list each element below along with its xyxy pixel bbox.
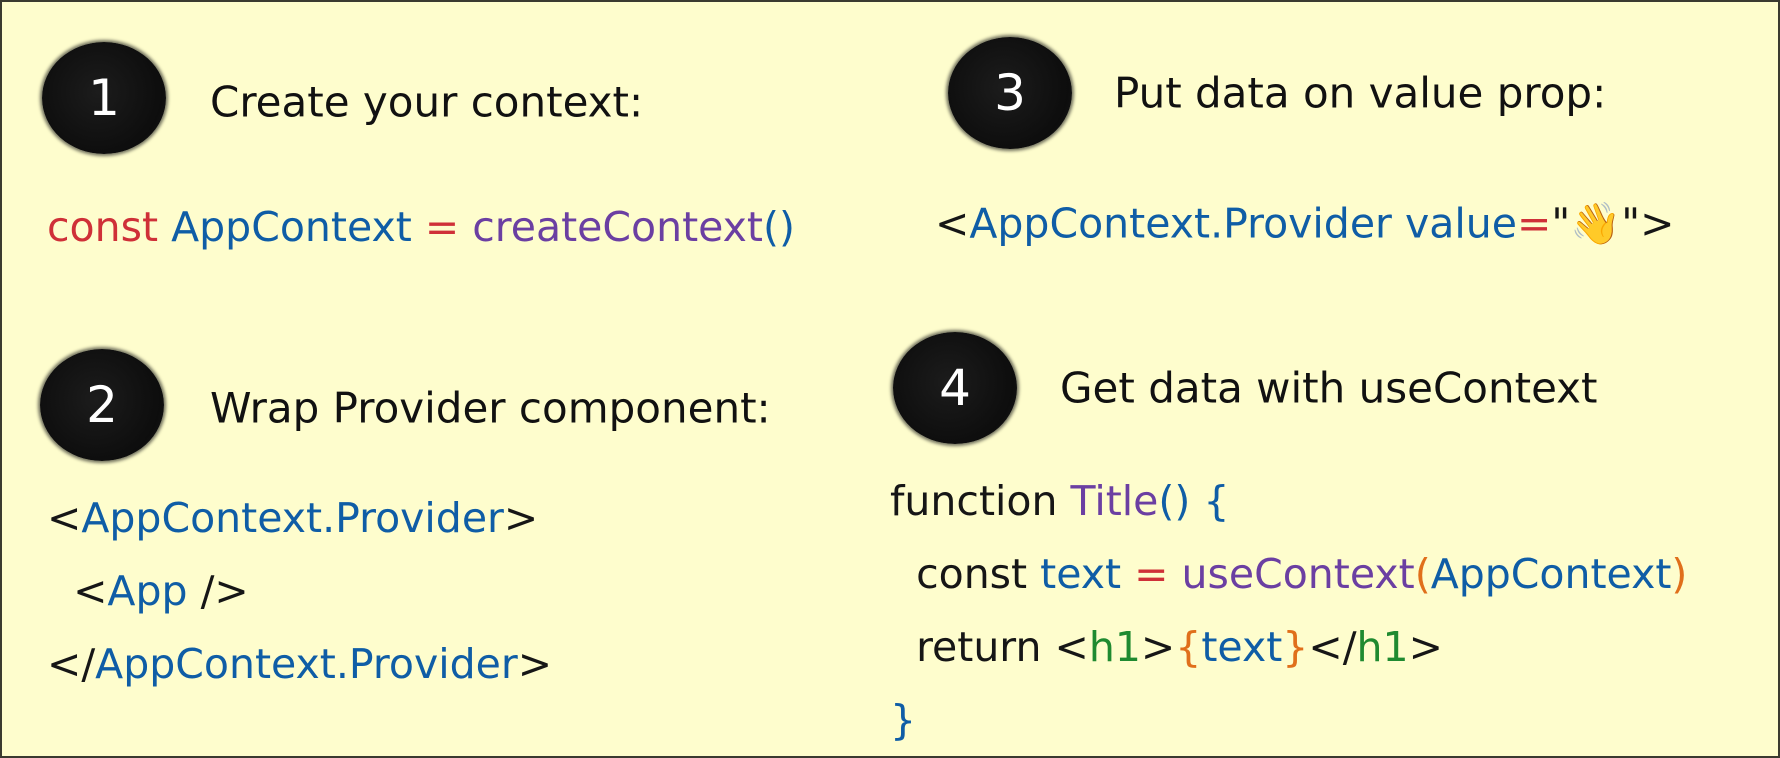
code-token: App [107,567,201,615]
code-token: AppContext [171,203,425,251]
code-token: useContext [1181,550,1415,598]
code-line: const AppContext = createContext() [47,203,795,251]
code-line: <AppContext.Provider> [47,494,538,542]
code-line: return <h1>{text}</h1> [890,623,1443,671]
code-token: > [1140,623,1176,671]
code-line: function Title() { [890,477,1230,525]
code-token: value [1404,199,1517,248]
code-token: text [1201,623,1283,671]
code-token: h1 [1088,623,1141,671]
code-token: /> [200,567,249,615]
code-token: < [935,199,970,248]
code-line: } [890,696,916,744]
code-token: AppContext [1430,550,1672,598]
code-token: > [1640,199,1675,248]
code-token: > [503,494,539,542]
code-token: = [1516,199,1552,248]
code-token: return [890,623,1055,671]
step-1-title: Create your context: [210,77,644,127]
step-2-title: Wrap Provider component: [210,383,771,433]
code-token: } [1282,623,1309,671]
code-line: const text = useContext(AppContext) [890,550,1687,598]
code-token: ( [1414,550,1431,598]
code-token: < [1054,623,1089,671]
code-token: ) [1671,550,1688,598]
code-token: AppContext.Provider [95,640,518,688]
code-token: h1 [1356,623,1409,671]
step-4-badge: 4 [893,332,1017,444]
step-1-badge: 1 [42,42,166,154]
code-token: > [1408,623,1443,671]
code-line: <AppContext.Provider value="👋"> [935,200,1674,249]
step-3-badge: 3 [948,37,1072,149]
code-token: const [890,550,1041,598]
code-token: > [517,640,553,688]
step-3-title: Put data on value prop: [1114,68,1607,118]
code-token: } [890,696,917,744]
code-line: </AppContext.Provider> [47,640,552,688]
code-token: Title [1070,477,1159,525]
code-token: < [47,567,108,615]
code-line: <App /> [47,567,249,615]
step-2-badge: 2 [40,349,164,461]
code-token: { [1175,623,1202,671]
code-token: () [763,203,795,251]
code-token: = [424,203,473,251]
code-token: AppContext.Provider [969,199,1405,248]
step-4-title: Get data with useContext [1060,363,1598,413]
code-token: function [890,477,1071,525]
code-token: </ [47,640,96,688]
code-token: const [47,203,172,251]
code-token: </ [1308,623,1357,671]
code-token: < [47,494,82,542]
code-token: text [1040,550,1135,598]
code-token: AppContext.Provider [81,494,504,542]
code-token: createContext [472,203,763,251]
code-token: "👋" [1551,199,1641,248]
code-token: = [1134,550,1182,598]
code-token: () { [1158,477,1230,525]
